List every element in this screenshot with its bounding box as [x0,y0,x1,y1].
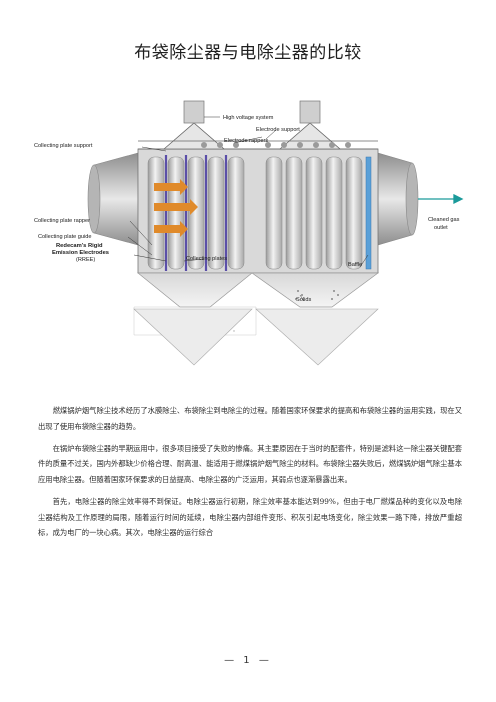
hopper-cone-right [255,308,379,366]
label-solids: Solids [296,297,311,303]
hopper-cone-left [133,308,253,366]
hopper-right [250,272,380,308]
outlet-arrow [418,193,464,205]
paragraph-1: 燃煤锅炉烟气除尘技术经历了水膜除尘、布袋除尘到电除尘的过程。随着国家环保要求的提… [38,406,462,431]
body-text: 燃煤锅炉烟气除尘技术经历了水膜除尘、布袋除尘到电除尘的过程。随着国家环保要求的提… [38,403,462,547]
paragraph-2: 在锅炉布袋除尘器的早期运用中，很多项目接受了失败的惨痛。其主要原因在于当时的配套… [38,443,462,484]
hv-unit-left [183,100,205,124]
label-redecam-1: Redecam's Rigid [56,243,103,249]
paragraph-3: 首先，电除尘器的除尘效率得不到保证。电除尘器运行初期，除尘效率基本能达到99%，… [38,496,462,538]
rappers-row [201,142,351,148]
label-baffle: Baffle [348,262,362,268]
label-electrode-rappers: Electrode rappers [224,138,268,144]
gas-flow-arrows [154,179,198,237]
label-high-voltage: High voltage system [223,115,274,121]
inlet-flange [87,164,101,234]
solids-particles [295,290,339,300]
collecting-plates-bank [147,156,363,270]
hopper-bottom-left [133,306,257,336]
hv-unit-right [299,100,321,124]
label-redecam-3: (RREE) [76,257,95,263]
label-collecting-plate-rapper: Collecting plate rapper [34,218,90,224]
hopper-left [137,272,253,308]
label-electrode-support: Electrode support [256,127,300,133]
inlet-duct [93,152,139,246]
label-collecting-plates: Collecting plates [186,256,227,262]
leader-lines [127,116,369,302]
baffle [365,156,372,270]
label-collecting-plate-guide: Collecting plate guide [38,234,92,240]
page-number: — 1 — [224,655,272,666]
outlet-flange [405,162,419,236]
label-cleaned-gas: Cleaned gas [428,217,460,223]
emission-electrodes [164,155,228,271]
label-redecam-2: Emission Electrodes [52,250,109,256]
electrostatic-precipitator-diagram: High voltage system Electrode support El… [34,100,464,366]
top-frame [138,122,378,150]
page-title: 布袋除尘器与电除尘器的比较 [134,43,362,63]
label-collecting-plate-support: Collecting plate support [34,143,93,149]
label-cleaned-gas-outlet: outlet [434,225,448,231]
